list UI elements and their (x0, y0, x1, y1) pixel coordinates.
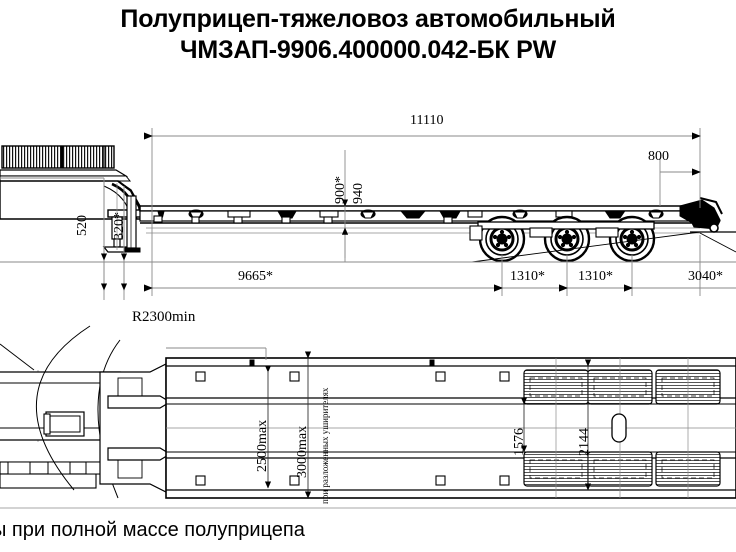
dim-axle-spacing-1: 1310* (510, 269, 545, 284)
title-line-1: Полуприцеп-тяжеловоз автомобильный (120, 5, 616, 33)
dim-gooseneck-height: 520 (75, 215, 90, 236)
gooseneck-deck (0, 145, 132, 182)
dim-outer-track: 2144 (577, 428, 592, 456)
dim-axle-spacing-2: 1310* (578, 269, 613, 284)
dim-kingpin-height: 320* (112, 212, 127, 240)
side-view-dimensions (0, 128, 736, 300)
page-title: Полуприцеп-тяжеловоз автомобильный ЧМЗАП… (0, 4, 736, 66)
plan-view-geometry (0, 325, 736, 509)
axle-group (469, 215, 656, 263)
deck-cross-members (153, 209, 664, 224)
footnote-text: ы при полной массе полуприцепа (0, 519, 305, 541)
dim-deck-height-loaded: 900* (333, 176, 348, 204)
dim-inner-track: 1576 (512, 428, 527, 456)
side-view-geometry (0, 145, 736, 263)
plan-tyre-group (523, 358, 721, 498)
dim-overall-length: 11110 (410, 113, 444, 128)
dim-turn-radius: R2300min (132, 309, 196, 325)
dim-widener-note: при разложенных уширителях (320, 387, 330, 504)
dim-deck-width: 2500max (255, 419, 270, 472)
plan-gooseneck (99, 363, 172, 493)
kingpin-area (0, 370, 121, 489)
dim-deck-height: 940 (351, 183, 366, 204)
dim-deck-width-extended: 3000max (295, 425, 310, 478)
dim-kingpin-to-axle: 9665* (238, 269, 273, 284)
rear-ramp-assembly (471, 197, 736, 263)
dim-rear-axle-overhang: 3040* (688, 269, 723, 284)
dim-rear-overhang: 800 (648, 149, 669, 164)
plan-view-dimensions (166, 347, 592, 499)
title-line-2: ЧМЗАП-9906.400000.042-БК PW (179, 36, 557, 64)
